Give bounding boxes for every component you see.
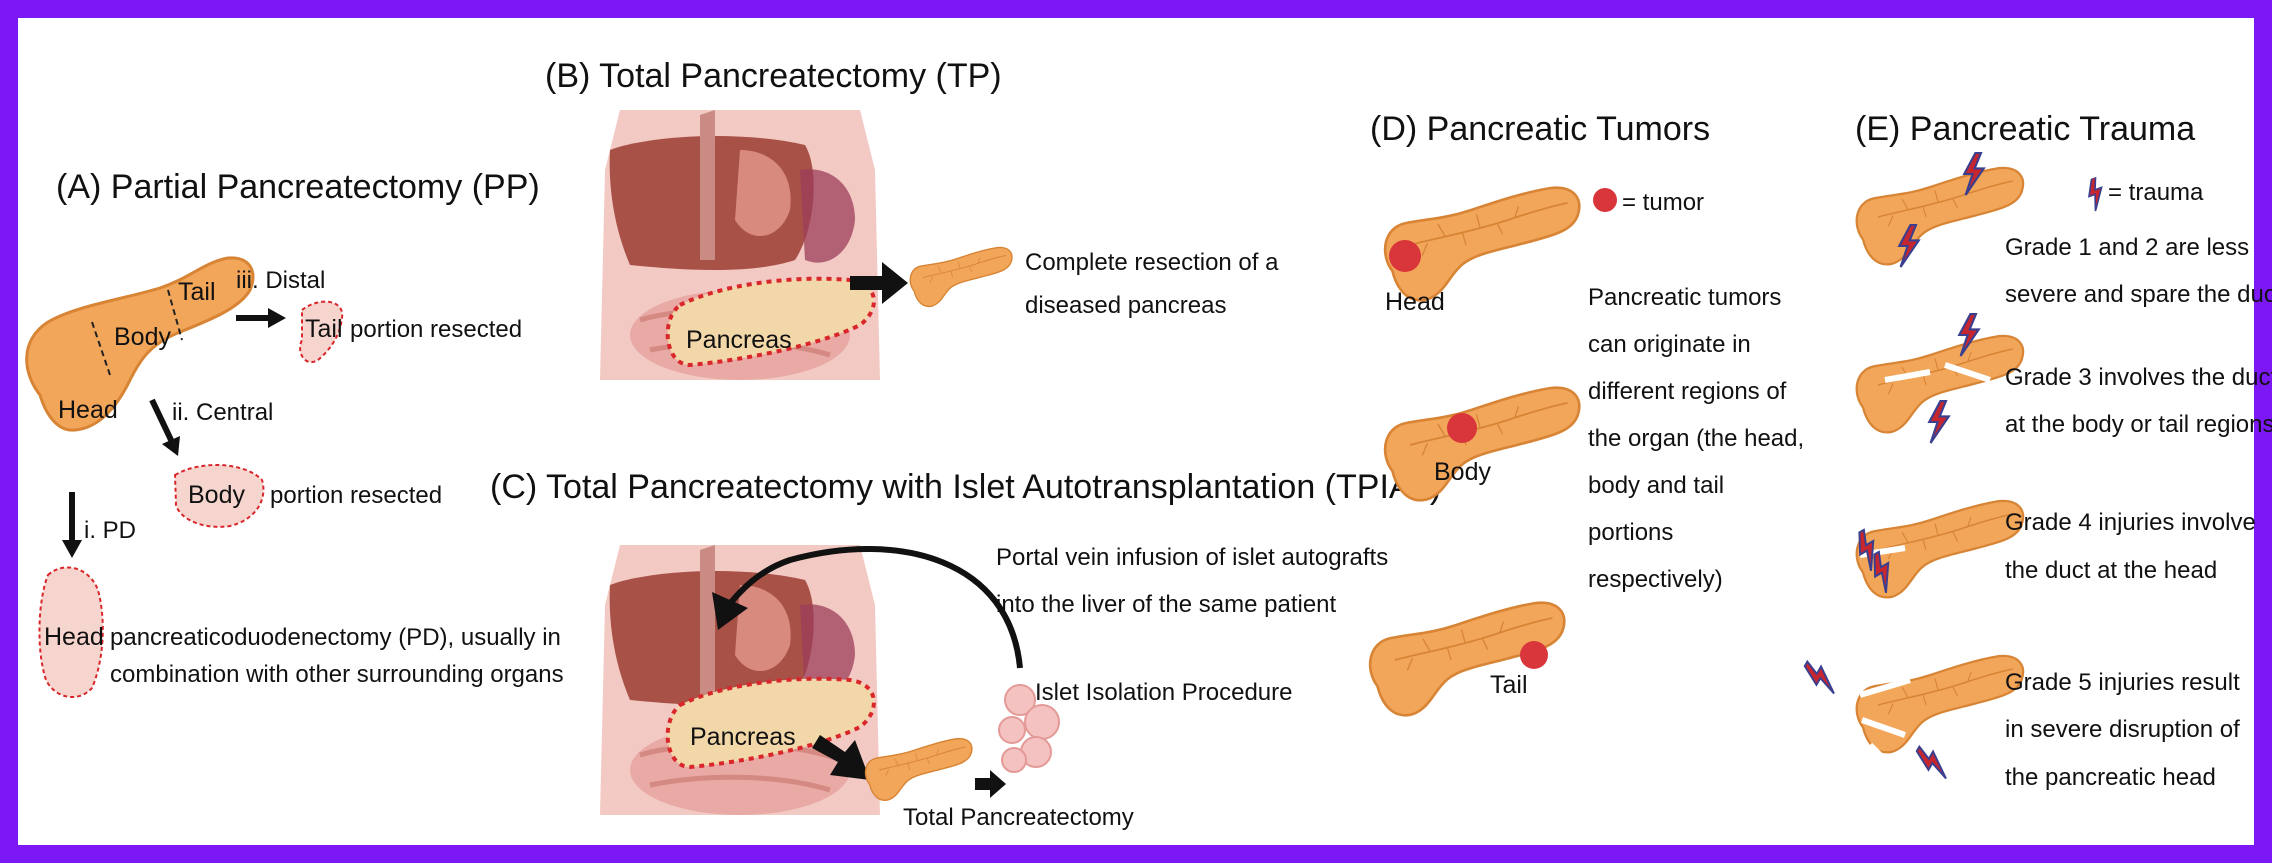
tumor-head xyxy=(1389,240,1421,272)
panel-b-title: (B) Total Pancreatectomy (TP) xyxy=(545,57,1002,95)
panel-b: (B) Total Pancreatectomy (TP) Pancreas C… xyxy=(545,57,1279,380)
resected-pancreas-b xyxy=(910,248,1012,307)
pancreas-grade-1-2 xyxy=(1857,168,2023,264)
label-head: Head xyxy=(58,396,118,424)
grade-5-line-3: the pancreatic head xyxy=(2005,764,2216,791)
panel-e: (E) Pancreatic Trauma = trauma Grade 1 a… xyxy=(1800,110,2272,791)
tumor-desc-line: portions xyxy=(1588,519,1673,546)
pd-text-2: combination with other surrounding organ… xyxy=(110,661,564,688)
trauma-legend-icon xyxy=(2084,176,2109,211)
trauma-bolt xyxy=(1929,401,1949,443)
tumor-desc-line: different regions of xyxy=(1588,378,1787,405)
total-pancreatectomy-label: Total Pancreatectomy xyxy=(903,804,1134,831)
panel-d: (D) Pancreatic Tumors = tumor Head Body … xyxy=(1370,110,1804,715)
panel-d-title: (D) Pancreatic Tumors xyxy=(1370,110,1710,148)
grade-3-line-2: at the body or tail regions xyxy=(2005,411,2272,438)
pancreas-grade-5 xyxy=(1857,656,2023,752)
central-arrow-label: ii. Central xyxy=(172,399,273,426)
label-tail: Tail xyxy=(178,278,216,306)
arrow-c-2-head xyxy=(990,770,1006,798)
label-body: Body xyxy=(114,323,171,351)
resected-tail-label: Tail xyxy=(305,315,343,343)
tumor-tail xyxy=(1520,641,1548,669)
grade-5-line-2: in severe disruption of xyxy=(2005,716,2240,743)
grade-1-2-line-1: Grade 1 and 2 are less xyxy=(2005,234,2249,261)
resected-head-label: Head xyxy=(44,623,104,651)
distal-arrow-label: iii. Distal xyxy=(236,267,325,294)
trauma-bolt xyxy=(1912,744,1955,779)
pancreas-label-b: Pancreas xyxy=(686,326,792,354)
panel-c-title: (C) Total Pancreatectomy with Islet Auto… xyxy=(490,468,1441,506)
distal-text: portion resected xyxy=(350,316,522,343)
tumor-label-body: Body xyxy=(1434,458,1491,486)
pd-text-1: pancreaticoduodenectomy (PD), usually in xyxy=(110,624,561,651)
central-text: portion resected xyxy=(270,482,442,509)
grade-5-line-1: Grade 5 injuries result xyxy=(2005,669,2240,696)
portal-text-1: Portal vein infusion of islet autografts xyxy=(996,544,1388,571)
pancreas-label-c: Pancreas xyxy=(690,723,796,751)
tumor-desc-line: Pancreatic tumors xyxy=(1588,284,1781,311)
tumor-desc-line: body and tail xyxy=(1588,472,1724,499)
tumor-desc-line: the organ (the head, xyxy=(1588,425,1804,452)
tumor-desc-line: respectively) xyxy=(1588,566,1723,593)
grade-4-line-1: Grade 4 injuries involve xyxy=(2005,509,2256,536)
grade-1-2-line-2: severe and spare the duct xyxy=(2005,281,2272,308)
arrow-b-head xyxy=(882,262,908,304)
grade-4-line-2: the duct at the head xyxy=(2005,557,2217,584)
distal-arrowhead xyxy=(268,308,286,328)
tumor-label-tail: Tail xyxy=(1490,671,1528,699)
tumor-body xyxy=(1447,413,1477,443)
resected-body-label: Body xyxy=(188,481,245,509)
pd-arrowhead xyxy=(62,540,82,558)
panel-a-title: (A) Partial Pancreatectomy (PP) xyxy=(56,168,540,206)
tumor-label-head: Head xyxy=(1385,288,1445,316)
central-arrow xyxy=(152,400,172,442)
panel-b-text-1: Complete resection of a xyxy=(1025,249,1279,276)
grade-3-line-1: Grade 3 involves the duct xyxy=(2005,364,2272,391)
portal-text-2: into the liver of the same patient xyxy=(996,591,1337,618)
islet-isolation-label: Islet Isolation Procedure xyxy=(1035,679,1292,706)
panel-a: (A) Partial Pancreatectomy (PP) Tail Bod… xyxy=(27,168,564,697)
arrow-b-shaft xyxy=(850,276,886,290)
panel-e-title: (E) Pancreatic Trauma xyxy=(1855,110,2195,148)
pd-arrow-label: i. PD xyxy=(84,517,136,544)
trauma-legend-text: = trauma xyxy=(2108,179,2204,206)
panel-c: (C) Total Pancreatectomy with Islet Auto… xyxy=(490,468,1441,831)
trauma-bolt xyxy=(1800,659,1843,694)
tumor-legend-text: = tumor xyxy=(1622,189,1704,216)
resected-pancreas-c xyxy=(866,739,972,801)
tumor-legend-icon xyxy=(1593,188,1617,212)
panel-b-text-2: diseased pancreas xyxy=(1025,292,1226,319)
tumor-description: Pancreatic tumors can originate in diffe… xyxy=(1588,284,1804,593)
tumor-desc-line: can originate in xyxy=(1588,331,1751,358)
